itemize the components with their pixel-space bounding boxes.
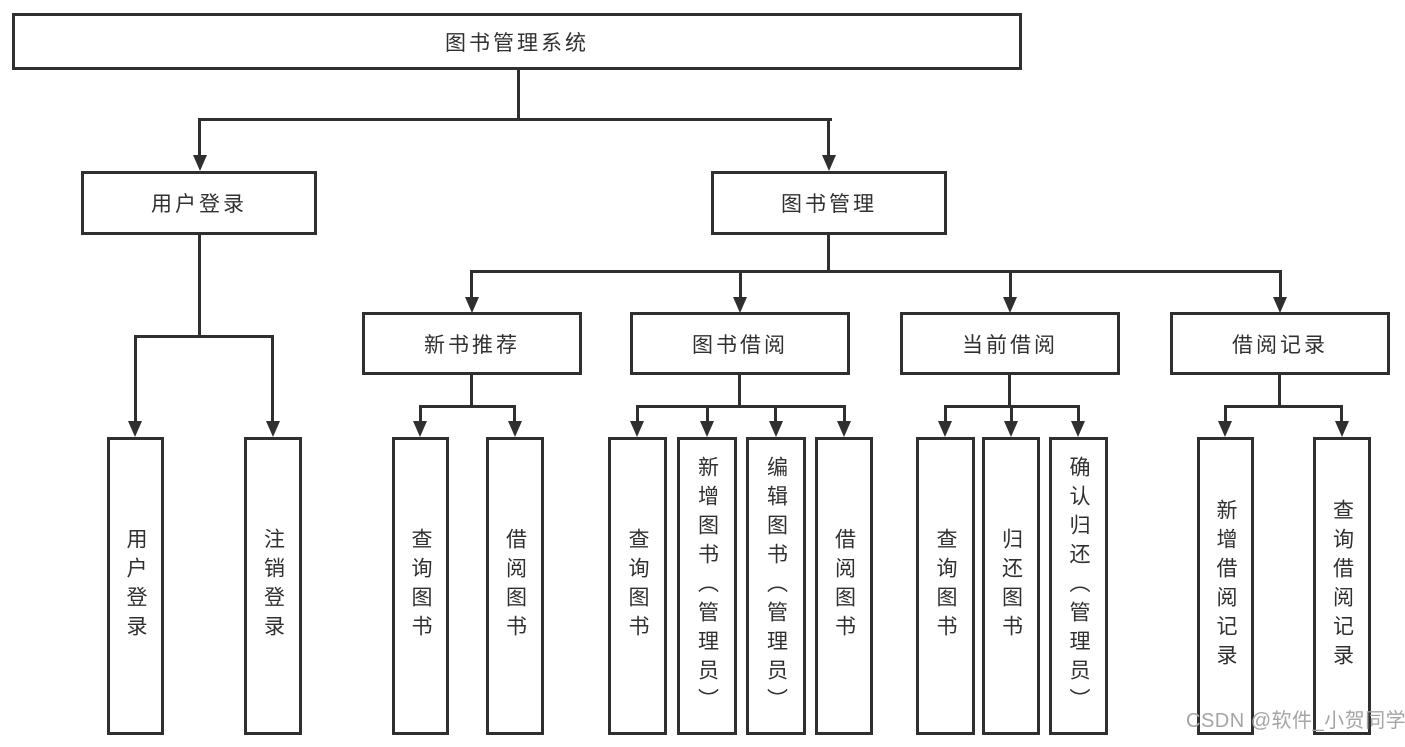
connector-line: [134, 335, 274, 338]
arrowhead: [1273, 297, 1287, 313]
node-label: 新增图书（管理员）: [695, 455, 719, 717]
connector-line: [706, 405, 709, 423]
connector-line: [470, 270, 473, 298]
node-label: 图书借阅: [692, 333, 788, 357]
arrowhead: [700, 421, 714, 437]
node-user-login: 用户登录: [107, 437, 164, 735]
node-logout: 注销登录: [244, 437, 302, 735]
node-label: 归还图书: [999, 528, 1023, 644]
arrowhead: [1004, 421, 1018, 437]
node-label: 借阅记录: [1232, 333, 1328, 357]
connector-line: [134, 335, 137, 423]
node-br-query-borrow-record: 查询借阅记录: [1313, 437, 1371, 735]
connector-line: [843, 405, 846, 423]
connector-line: [198, 118, 201, 158]
connector-line: [1009, 270, 1012, 298]
node-label: 查询图书: [626, 528, 649, 644]
node-label: 借阅图书: [503, 528, 527, 644]
connector-line: [774, 405, 777, 423]
node-bb-borrow-books: 借阅图书: [815, 437, 873, 735]
node-label: 查询图书: [409, 528, 432, 644]
connector-line: [1008, 375, 1011, 408]
arrowhead: [413, 421, 427, 437]
node-bb-edit-books-admin: 编辑图书（管理员）: [746, 437, 806, 735]
connector-line: [198, 235, 201, 337]
arrowhead: [1335, 421, 1349, 437]
connector-line: [517, 70, 520, 120]
watermark: CSDN @软件_小贺同学: [1186, 710, 1405, 732]
node-label: 新书推荐: [424, 333, 520, 357]
connector-line: [1279, 270, 1282, 298]
connector-line: [827, 118, 830, 158]
arrowhead: [630, 421, 644, 437]
connector-line: [1010, 405, 1013, 423]
arrowhead: [266, 421, 280, 437]
connector-line: [636, 405, 846, 408]
arrowhead: [465, 297, 479, 313]
node-label: 查询借阅记录: [1330, 499, 1354, 673]
connector-line: [738, 375, 741, 408]
node-label: 用户登录: [151, 193, 247, 216]
connector-line: [1224, 405, 1343, 408]
node-cb-confirm-return-admin: 确认归还（管理员）: [1049, 437, 1108, 735]
connector-line: [1340, 405, 1343, 423]
node-label: 借阅图书: [832, 528, 856, 644]
arrowhead: [1003, 297, 1017, 313]
arrowhead: [508, 421, 522, 437]
node-cb-return-books: 归还图书: [982, 437, 1040, 735]
arrowhead: [822, 155, 836, 171]
node-borrow-records: 借阅记录: [1170, 312, 1390, 375]
node-label: 当前借阅: [962, 333, 1058, 357]
arrowhead: [769, 421, 783, 437]
node-br-add-borrow-record: 新增借阅记录: [1197, 437, 1254, 735]
connector-line: [419, 405, 516, 408]
arrowhead: [837, 421, 851, 437]
node-label: 编辑图书（管理员）: [764, 455, 788, 717]
node-label: 用户登录: [124, 528, 147, 644]
connector-line: [1278, 375, 1281, 408]
node-label: 注销登录: [261, 528, 285, 644]
connector-line: [470, 270, 1282, 273]
node-book-borrow: 图书借阅: [630, 312, 850, 375]
node-user-login-group: 用户登录: [81, 171, 317, 235]
connector-line: [1077, 405, 1080, 423]
node-label: 查询图书: [934, 528, 957, 644]
arrowhead: [938, 421, 952, 437]
connector-line: [419, 405, 422, 423]
connector-line: [636, 405, 639, 423]
node-nb-query-books: 查询图书: [392, 437, 449, 735]
arrowhead: [193, 155, 207, 171]
connector-line: [198, 118, 832, 121]
node-nb-borrow-books: 借阅图书: [486, 437, 544, 735]
node-label: 新增借阅记录: [1214, 499, 1237, 673]
node-library-management-system: 图书管理系统: [12, 13, 1022, 70]
connector-line: [1224, 405, 1227, 423]
arrowhead: [733, 297, 747, 313]
connector-line: [944, 405, 947, 423]
node-book-management: 图书管理: [711, 171, 947, 235]
connector-line: [470, 375, 473, 408]
connector-line: [739, 270, 742, 298]
node-label: 图书管理: [781, 193, 877, 216]
node-bb-add-books-admin: 新增图书（管理员）: [677, 437, 737, 735]
node-cb-query-books: 查询图书: [916, 437, 975, 735]
node-current-borrow: 当前借阅: [900, 312, 1120, 375]
node-label: 图书管理系统: [445, 31, 589, 55]
connector-line: [271, 335, 274, 423]
arrowhead: [1218, 421, 1232, 437]
connector-line: [513, 405, 516, 423]
connector-line: [827, 235, 830, 273]
arrowhead: [1071, 421, 1085, 437]
node-new-book-recommend: 新书推荐: [362, 312, 582, 375]
arrowhead: [128, 421, 142, 437]
node-label: 确认归还（管理员）: [1067, 455, 1090, 717]
node-bb-query-books: 查询图书: [608, 437, 667, 735]
